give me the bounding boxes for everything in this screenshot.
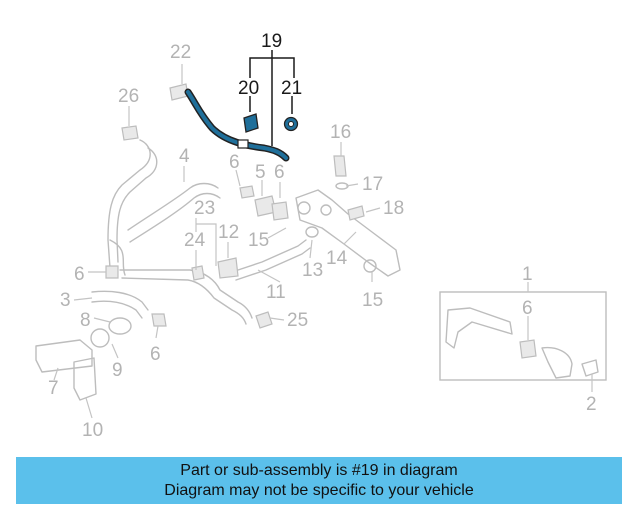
callout-10: 10: [82, 420, 103, 441]
callout-3: 3: [60, 290, 71, 311]
callout-6-b: 6: [274, 162, 285, 183]
part-20-clamp: [243, 113, 259, 133]
part-19-hose: [184, 88, 290, 162]
background-parts: [35, 83, 401, 401]
highlight-leaders: [249, 50, 295, 146]
callout-6-e: 6: [522, 298, 533, 319]
callout-24: 24: [184, 230, 206, 251]
callout-18: 18: [383, 198, 404, 219]
callout-20: 20: [238, 78, 259, 99]
callout-14: 14: [326, 248, 348, 269]
callout-4: 4: [179, 146, 190, 167]
callout-6-d: 6: [150, 344, 161, 365]
callout-2: 2: [586, 394, 597, 415]
callout-6-c: 6: [74, 264, 85, 285]
callout-6-a: 6: [229, 152, 240, 173]
callout-12: 12: [218, 222, 239, 243]
callout-25: 25: [287, 310, 308, 331]
callout-23: 23: [194, 198, 215, 219]
callout-15-a: 15: [248, 230, 269, 251]
callout-15-b: 15: [362, 290, 383, 311]
inset-box: [439, 291, 607, 381]
leaders: [53, 64, 593, 419]
callout-21: 21: [281, 78, 302, 99]
callout-7: 7: [48, 378, 59, 399]
callout-26: 26: [118, 86, 139, 107]
callout-1: 1: [522, 264, 533, 285]
callout-9: 9: [112, 360, 123, 381]
callout-11: 11: [266, 282, 286, 303]
info-banner: Part or sub-assembly is #19 in diagram D…: [16, 457, 622, 504]
callout-22: 22: [170, 42, 191, 63]
callout-8: 8: [80, 310, 91, 331]
callout-16: 16: [330, 122, 351, 143]
callout-13: 13: [302, 260, 323, 281]
callout-5: 5: [255, 162, 266, 183]
callouts: 19 20 21 22 26 16 4 6 5 6 17 23 18 12 24…: [48, 31, 597, 441]
banner-line-1: Part or sub-assembly is #19 in diagram: [180, 462, 458, 479]
banner-line-2: Diagram may not be specific to your vehi…: [164, 482, 474, 499]
part-21-clamp: [283, 116, 299, 132]
callout-17: 17: [362, 174, 383, 195]
callout-19: 19: [261, 31, 282, 52]
